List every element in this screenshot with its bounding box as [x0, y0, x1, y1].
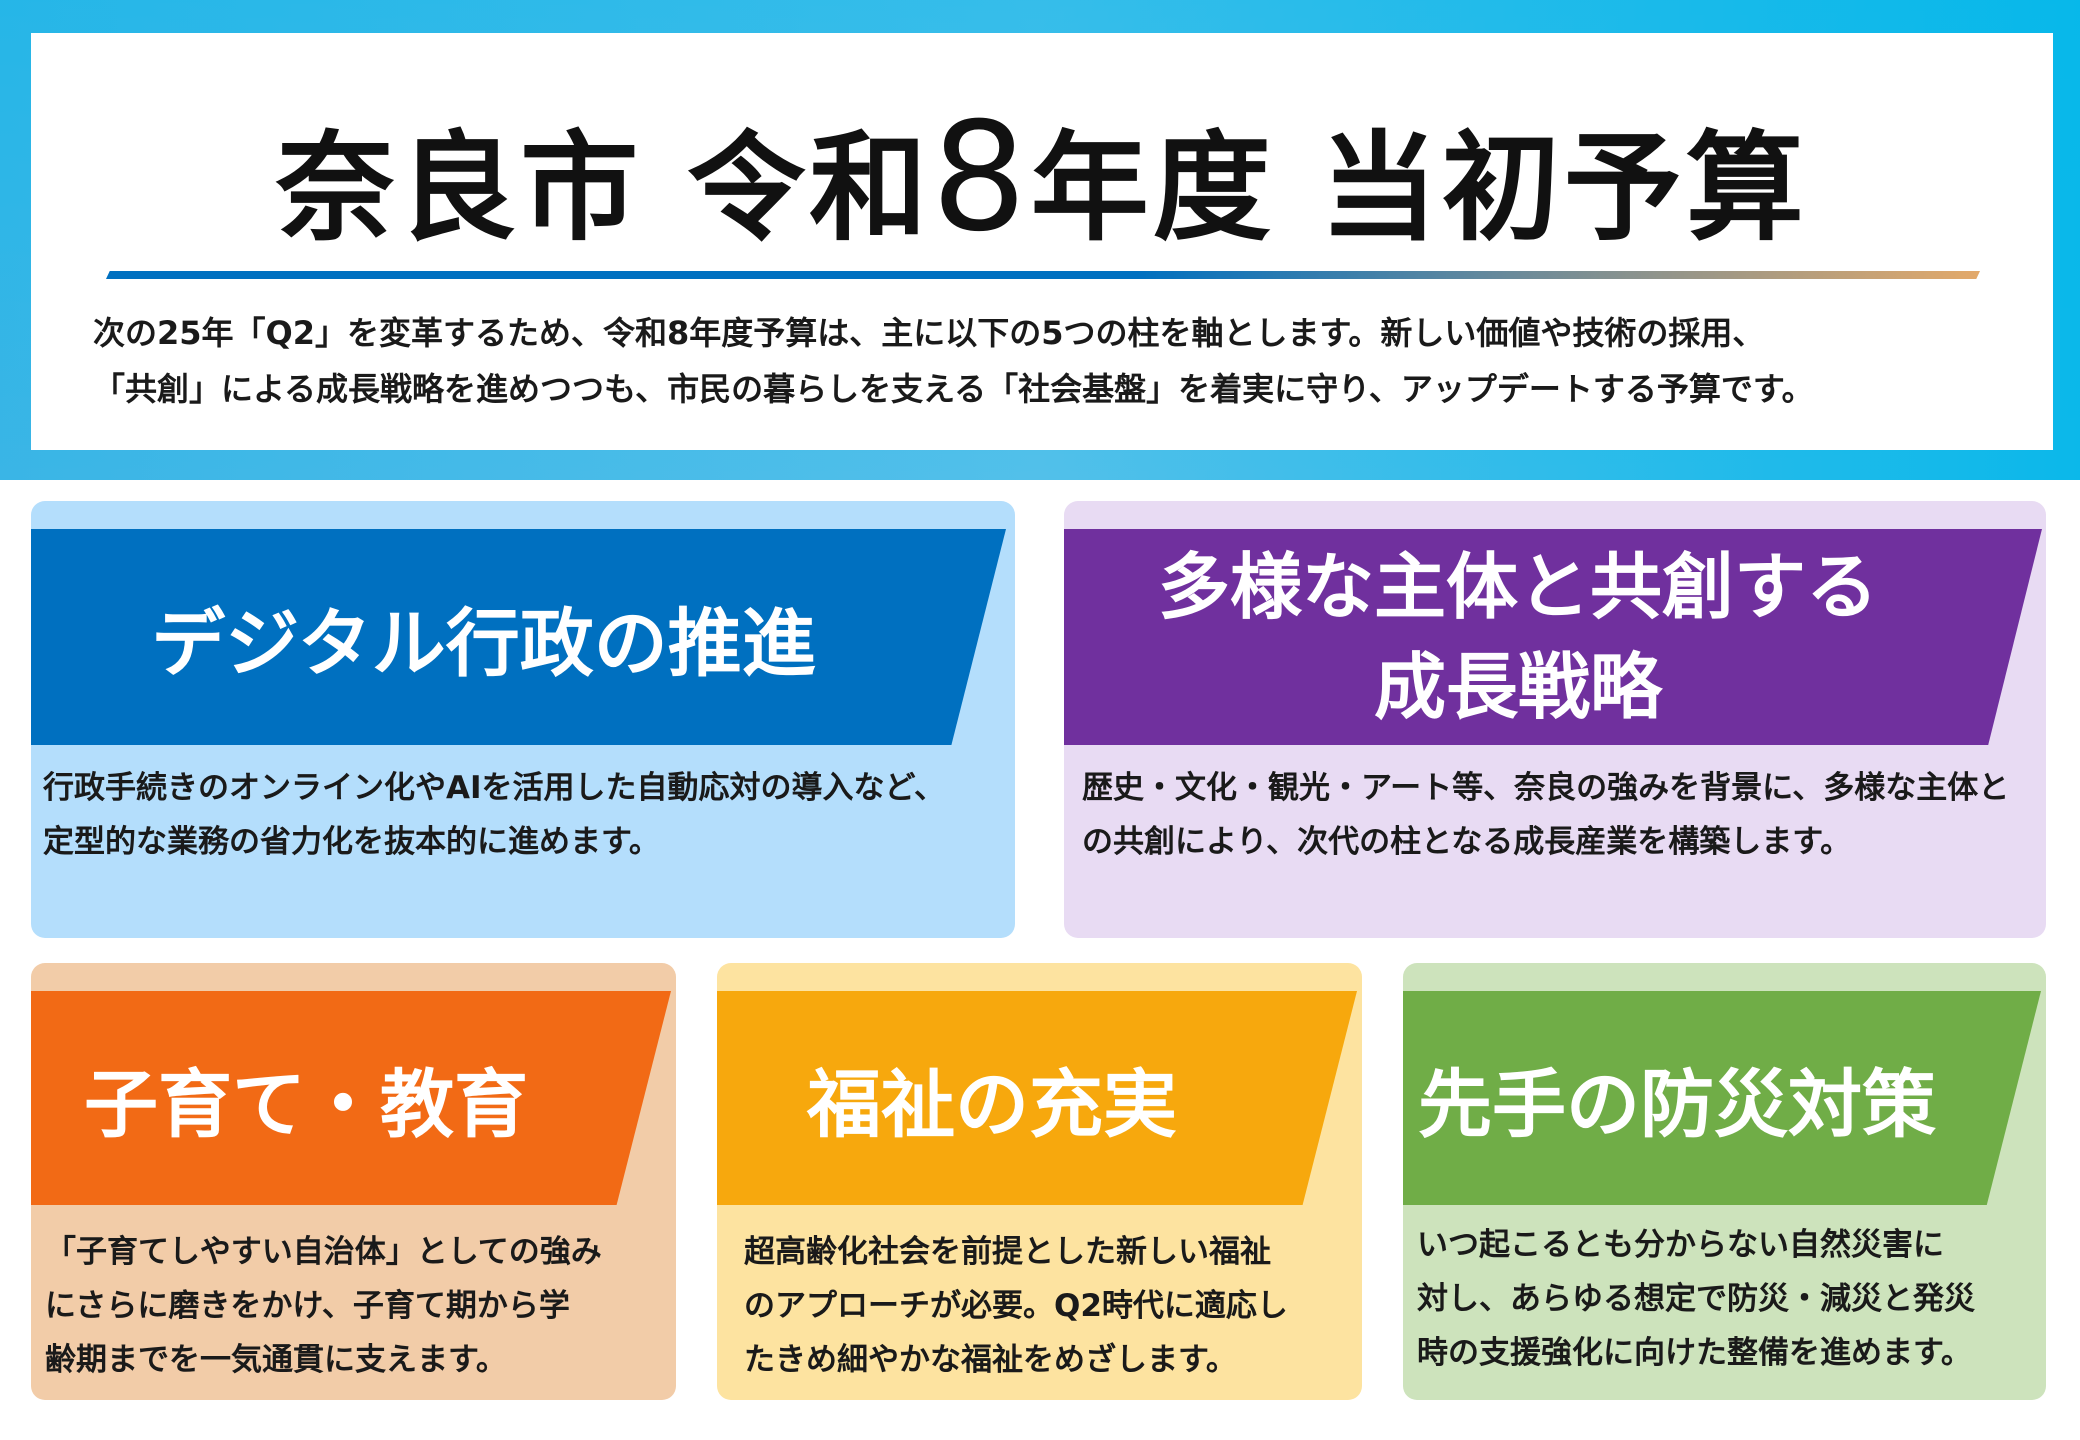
- title-suffix: 年度 当初予算: [1030, 119, 1808, 257]
- intro-line: 次の25年「Q2」を変革するため、令和8年度予算は、主に以下の5つの柱を軸としま…: [93, 314, 1765, 352]
- intro-line: 「共創」による成長戦略を進めつつも、市民の暮らしを支える「社会基盤」を着実に守り…: [93, 370, 1814, 408]
- title-year-number: 8: [931, 91, 1031, 265]
- pillar-title: 先手の防災対策: [1418, 1061, 1936, 1148]
- pillar-banner: 先手の防災対策: [1403, 991, 2041, 1205]
- description-line: 定型的な業務の省力化を抜本的に進めます。: [43, 824, 660, 860]
- description-line: 超高齢化社会を前提とした新しい福祉: [744, 1234, 1271, 1270]
- description-line: いつ起こるとも分からない自然災害に: [1417, 1227, 1944, 1263]
- pillar-card-digital-government: デジタル行政の推進 行政手続きのオンライン化やAIを活用した自動応対の導入など、…: [31, 501, 1015, 938]
- pillar-card-disaster-prevention: 先手の防災対策 いつ起こるとも分からない自然災害に 対し、あらゆる想定で防災・減…: [1403, 963, 2046, 1400]
- description-line: 時の支援強化に向けた整備を進めます。: [1417, 1335, 1972, 1371]
- intro-text: 次の25年「Q2」を変革するため、令和8年度予算は、主に以下の5つの柱を軸としま…: [93, 305, 2013, 417]
- pillar-title: 多様な主体と共創する: [1157, 545, 1878, 629]
- pillar-banner: 子育て・教育: [31, 991, 671, 1205]
- description-line: 行政手続きのオンライン化やAIを活用した自動応対の導入など、: [43, 770, 945, 806]
- header-panel: 奈良市 令和8年度 当初予算 次の25年「Q2」を変革するため、令和8年度予算は…: [31, 33, 2053, 450]
- pillar-description: 超高齢化社会を前提とした新しい福祉 のアプローチが必要。Q2時代に適応し たきめ…: [744, 1225, 1288, 1387]
- description-line: にさらに磨きをかけ、子育て期から学: [45, 1288, 570, 1324]
- pillar-card-welfare: 福祉の充実 超高齢化社会を前提とした新しい福祉 のアプローチが必要。Q2時代に適…: [717, 963, 1362, 1400]
- description-line: 歴史・文化・観光・アート等、奈良の強みを背景に、多様な主体と: [1082, 770, 2010, 806]
- description-line: 「子育てしやすい自治体」としての強み: [45, 1234, 602, 1270]
- description-line: 齢期までを一気通貫に支えます。: [45, 1342, 507, 1378]
- pillar-card-childcare-education: 子育て・教育 「子育てしやすい自治体」としての強み にさらに磨きをかけ、子育て期…: [31, 963, 676, 1400]
- description-line: の共創により、次代の柱となる成長産業を構築します。: [1082, 824, 1852, 860]
- pillar-title: 子育て・教育: [84, 1061, 528, 1148]
- description-line: 対し、あらゆる想定で防災・減災と発災: [1417, 1281, 1975, 1317]
- pillar-title: 福祉の充実: [807, 1061, 1177, 1148]
- pillar-description: 「子育てしやすい自治体」としての強み にさらに磨きをかけ、子育て期から学 齢期ま…: [45, 1225, 602, 1387]
- title-underline-rule: [106, 271, 1980, 279]
- pillar-description: いつ起こるとも分からない自然災害に 対し、あらゆる想定で防災・減災と発災 時の支…: [1417, 1218, 1975, 1380]
- pillar-banner: 福祉の充実: [717, 991, 1357, 1205]
- pillar-title: 成長戦略: [1373, 645, 1662, 729]
- pillar-banner: デジタル行政の推進: [31, 529, 1006, 745]
- pillar-title: デジタル行政の推進: [151, 600, 816, 687]
- title-prefix: 奈良市 令和: [276, 119, 932, 257]
- page-title: 奈良市 令和8年度 当初予算: [31, 103, 2053, 263]
- pillar-description: 行政手続きのオンライン化やAIを活用した自動応対の導入など、 定型的な業務の省力…: [43, 761, 945, 869]
- description-line: のアプローチが必要。Q2時代に適応し: [744, 1288, 1288, 1324]
- description-line: たきめ細やかな福祉をめざします。: [744, 1342, 1237, 1378]
- pillar-description: 歴史・文化・観光・アート等、奈良の強みを背景に、多様な主体と の共創により、次代…: [1082, 761, 2009, 869]
- pillar-banner: 多様な主体と共創する 成長戦略: [1064, 529, 2042, 745]
- pillar-card-growth-strategy: 多様な主体と共創する 成長戦略 歴史・文化・観光・アート等、奈良の強みを背景に、…: [1064, 501, 2046, 938]
